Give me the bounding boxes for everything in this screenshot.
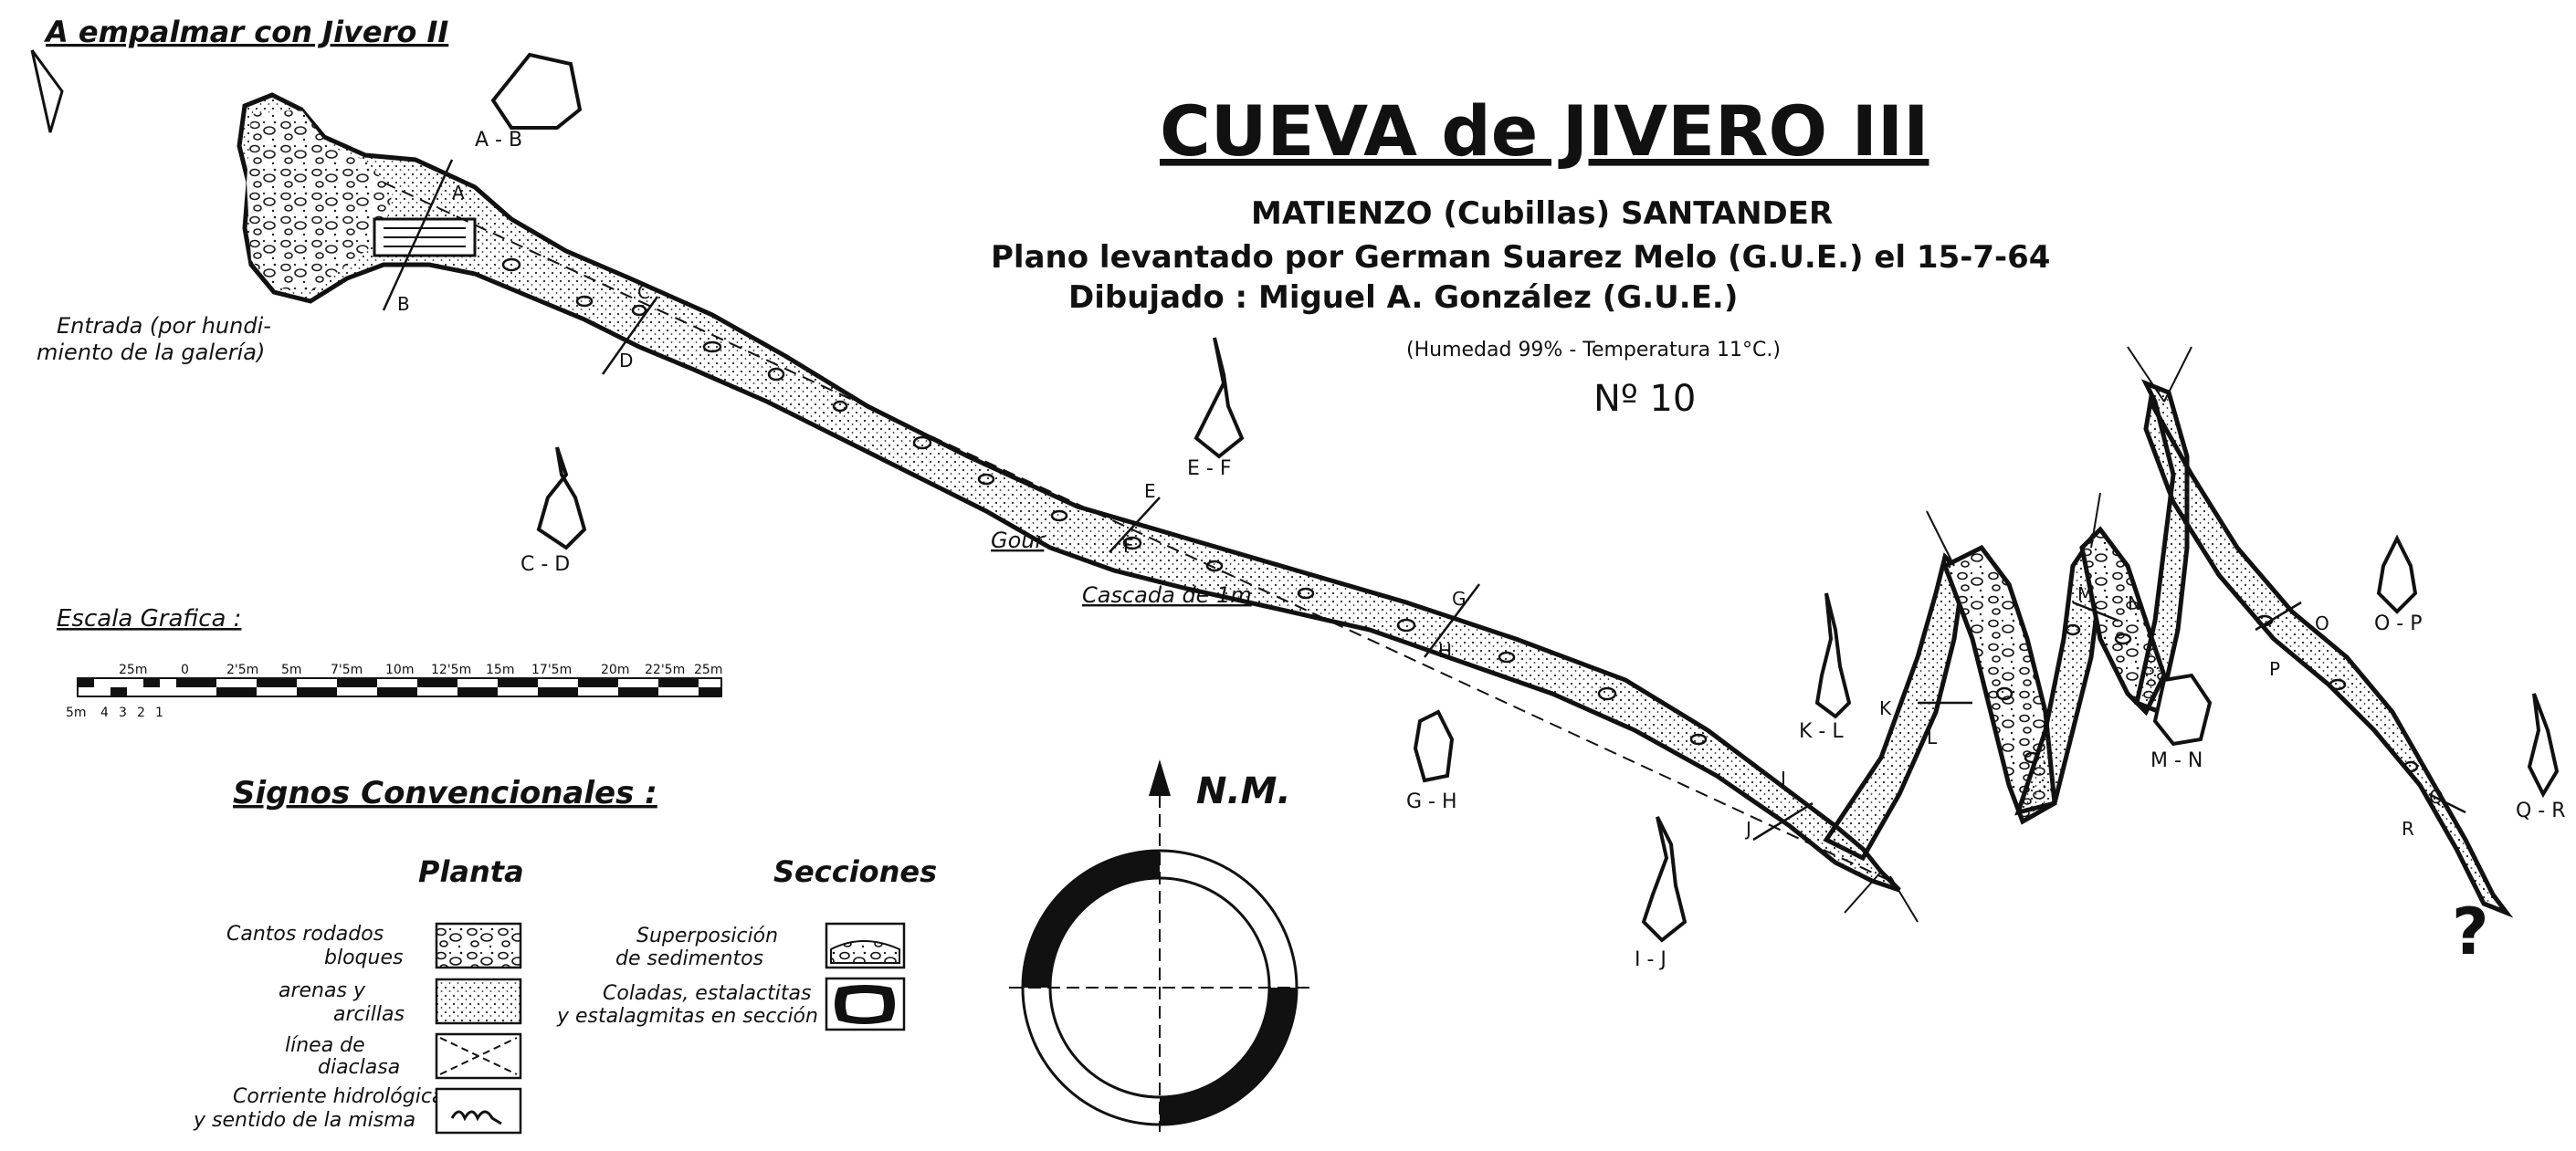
north-label: N.M.: [1196, 770, 1291, 812]
section-ij-label: I - J: [1635, 948, 1667, 971]
scale-small-tick: 2: [137, 706, 145, 720]
legend-plan-items: Cantos rodados bloques arenas y arcillas…: [193, 922, 522, 1135]
entrance-label-2: miento de la galería): [37, 340, 265, 365]
conditions-note: (Humedad 99% - Temperatura 11°C.): [1406, 339, 1781, 361]
cut-letters: A B C D E F G H I J K L M N O P Q R: [397, 182, 2444, 840]
legend-sand-label-1: arenas y: [279, 979, 366, 1002]
legend-sections-heading: Secciones: [773, 854, 937, 889]
gour-label: Gour: [991, 528, 1046, 553]
section-ij-shape: [1641, 816, 1688, 943]
cut-letter-h: H: [1438, 640, 1452, 662]
scale-small-tick: 1: [155, 706, 163, 720]
cut-letter-a: A: [452, 182, 465, 204]
cut-letter-e: E: [1144, 480, 1156, 502]
legend-flowstone-label-1: Coladas, estalactitas: [603, 982, 811, 1005]
legend-diaclase-label-1: línea de: [285, 1034, 365, 1057]
cave-main-gallery: [237, 92, 1901, 893]
scale-small-tick: 3: [119, 706, 127, 720]
north-arrow-icon: [1149, 759, 1171, 796]
legend-diaclase-label-2: diaclasa: [318, 1056, 400, 1079]
scale-tick: 17'5m: [531, 663, 572, 677]
section-cd-shape: [536, 446, 587, 550]
scale-tick: 22'5m: [645, 663, 685, 677]
plate-number: Nº 10: [1593, 378, 1696, 420]
section-mn-shape: [2152, 673, 2213, 747]
cut-letter-i: I: [1781, 768, 1786, 790]
legend-current-swatch: [435, 1087, 522, 1135]
legend-section-items: Superposición de sedimentos Coladas, est…: [556, 922, 906, 1031]
scale-label: Escala Grafica :: [57, 605, 241, 633]
cave-zigzag-passages: [1823, 346, 2514, 923]
scale-tick-labels: 25m 0 2'5m 5m 7'5m 10m 12'5m 15m 17'5m 2…: [66, 663, 722, 720]
survey-credit: Plano levantado por German Suarez Melo (…: [991, 239, 2050, 276]
scale-tick: 2'5m: [226, 663, 258, 677]
section-ab-shape: [490, 52, 583, 130]
cut-letter-f: F: [1123, 535, 1134, 557]
legend-pebbles-label-2: bloques: [324, 947, 403, 969]
legend-current-label-1: Corriente hidrológica: [233, 1085, 444, 1108]
section-labels: A - B C - D E - F G - H I - J K - L M - …: [475, 129, 2566, 971]
scale-small-tick: 5m: [66, 706, 87, 720]
section-kl-shape: [1814, 592, 1852, 719]
section-qr-label: Q - R: [2516, 800, 2566, 822]
scale-small-tick: 4: [100, 706, 109, 720]
cut-letter-k: K: [1879, 697, 1892, 719]
scale-tick: 0: [181, 663, 189, 677]
cascade-label: Cascada de 1m: [1082, 582, 1252, 608]
legend-current-label-2: y sentido de la misma: [193, 1109, 415, 1132]
unknown-continuation-label: ?: [2452, 895, 2489, 969]
connection-arrow-icon: [30, 49, 64, 133]
scale-bar: [77, 677, 722, 697]
scale-tick: 25m: [119, 663, 147, 677]
location-subtitle: MATIENZO (Cubillas) SANTANDER: [1251, 195, 1833, 232]
scale-tick: 7'5m: [331, 663, 363, 677]
section-qr-shape: [2527, 693, 2560, 799]
cut-letter-o: O: [2315, 612, 2329, 634]
entrance-label-1: Entrada (por hundi-: [57, 313, 271, 339]
section-gh-shape: [1413, 709, 1455, 783]
section-ef-shape: [1193, 337, 1245, 459]
cut-letter-n: N: [2128, 592, 2141, 614]
section-op-label: O - P: [2374, 612, 2423, 635]
north-compass: [1009, 759, 1310, 1132]
page-title: CUEVA de JIVERO III: [1160, 90, 1929, 172]
legend-overlay-label-2: de sedimentos: [615, 947, 763, 970]
legend-title: Signos Convencionales :: [233, 775, 657, 811]
legend-flowstone-label-2: y estalagmitas en sección: [556, 1005, 818, 1028]
cut-letter-p: P: [2269, 658, 2280, 680]
section-cd-label: C - D: [520, 553, 570, 576]
connection-label: A empalmar con Jivero II: [43, 15, 448, 49]
cut-letter-q: Q: [2429, 786, 2444, 808]
cut-letter-d: D: [619, 350, 633, 371]
cut-letter-m: M: [2077, 583, 2093, 605]
cut-letter-r: R: [2402, 818, 2414, 840]
section-cut-lines: [382, 159, 2466, 842]
scale-tick: 10m: [385, 663, 414, 677]
legend-pebbles-label-1: Cantos rodados: [226, 923, 384, 946]
cross-sections: [490, 52, 2560, 943]
cut-letter-j: J: [1744, 818, 1751, 840]
section-ab-label: A - B: [475, 129, 522, 152]
scale-tick: 12'5m: [431, 663, 471, 677]
scale-tick: 5m: [281, 663, 302, 677]
section-ef-label: E - F: [1187, 457, 1231, 480]
legend-sand-swatch: [435, 978, 522, 1025]
cut-letter-l: L: [1927, 727, 1938, 748]
cut-letter-b: B: [397, 293, 410, 315]
legend-pebbles-swatch: [435, 922, 522, 969]
section-mn-label: M - N: [2150, 749, 2203, 772]
cut-letter-c: C: [637, 281, 650, 303]
drawing-credit: Dibujado : Miguel A. González (G.U.E.): [1068, 279, 1738, 316]
legend-plan-heading: Planta: [418, 854, 524, 889]
legend-sand-label-2: arcillas: [333, 1003, 405, 1026]
section-gh-label: G - H: [1406, 790, 1457, 813]
scale-tick: 25m: [694, 663, 722, 677]
scale-tick: 20m: [601, 663, 629, 677]
scale-tick: 15m: [486, 663, 514, 677]
legend-overlay-label-1: Superposición: [636, 925, 778, 947]
cut-letter-g: G: [1452, 588, 1467, 610]
section-op-shape: [2376, 534, 2418, 614]
section-kl-label: K - L: [1799, 720, 1844, 743]
